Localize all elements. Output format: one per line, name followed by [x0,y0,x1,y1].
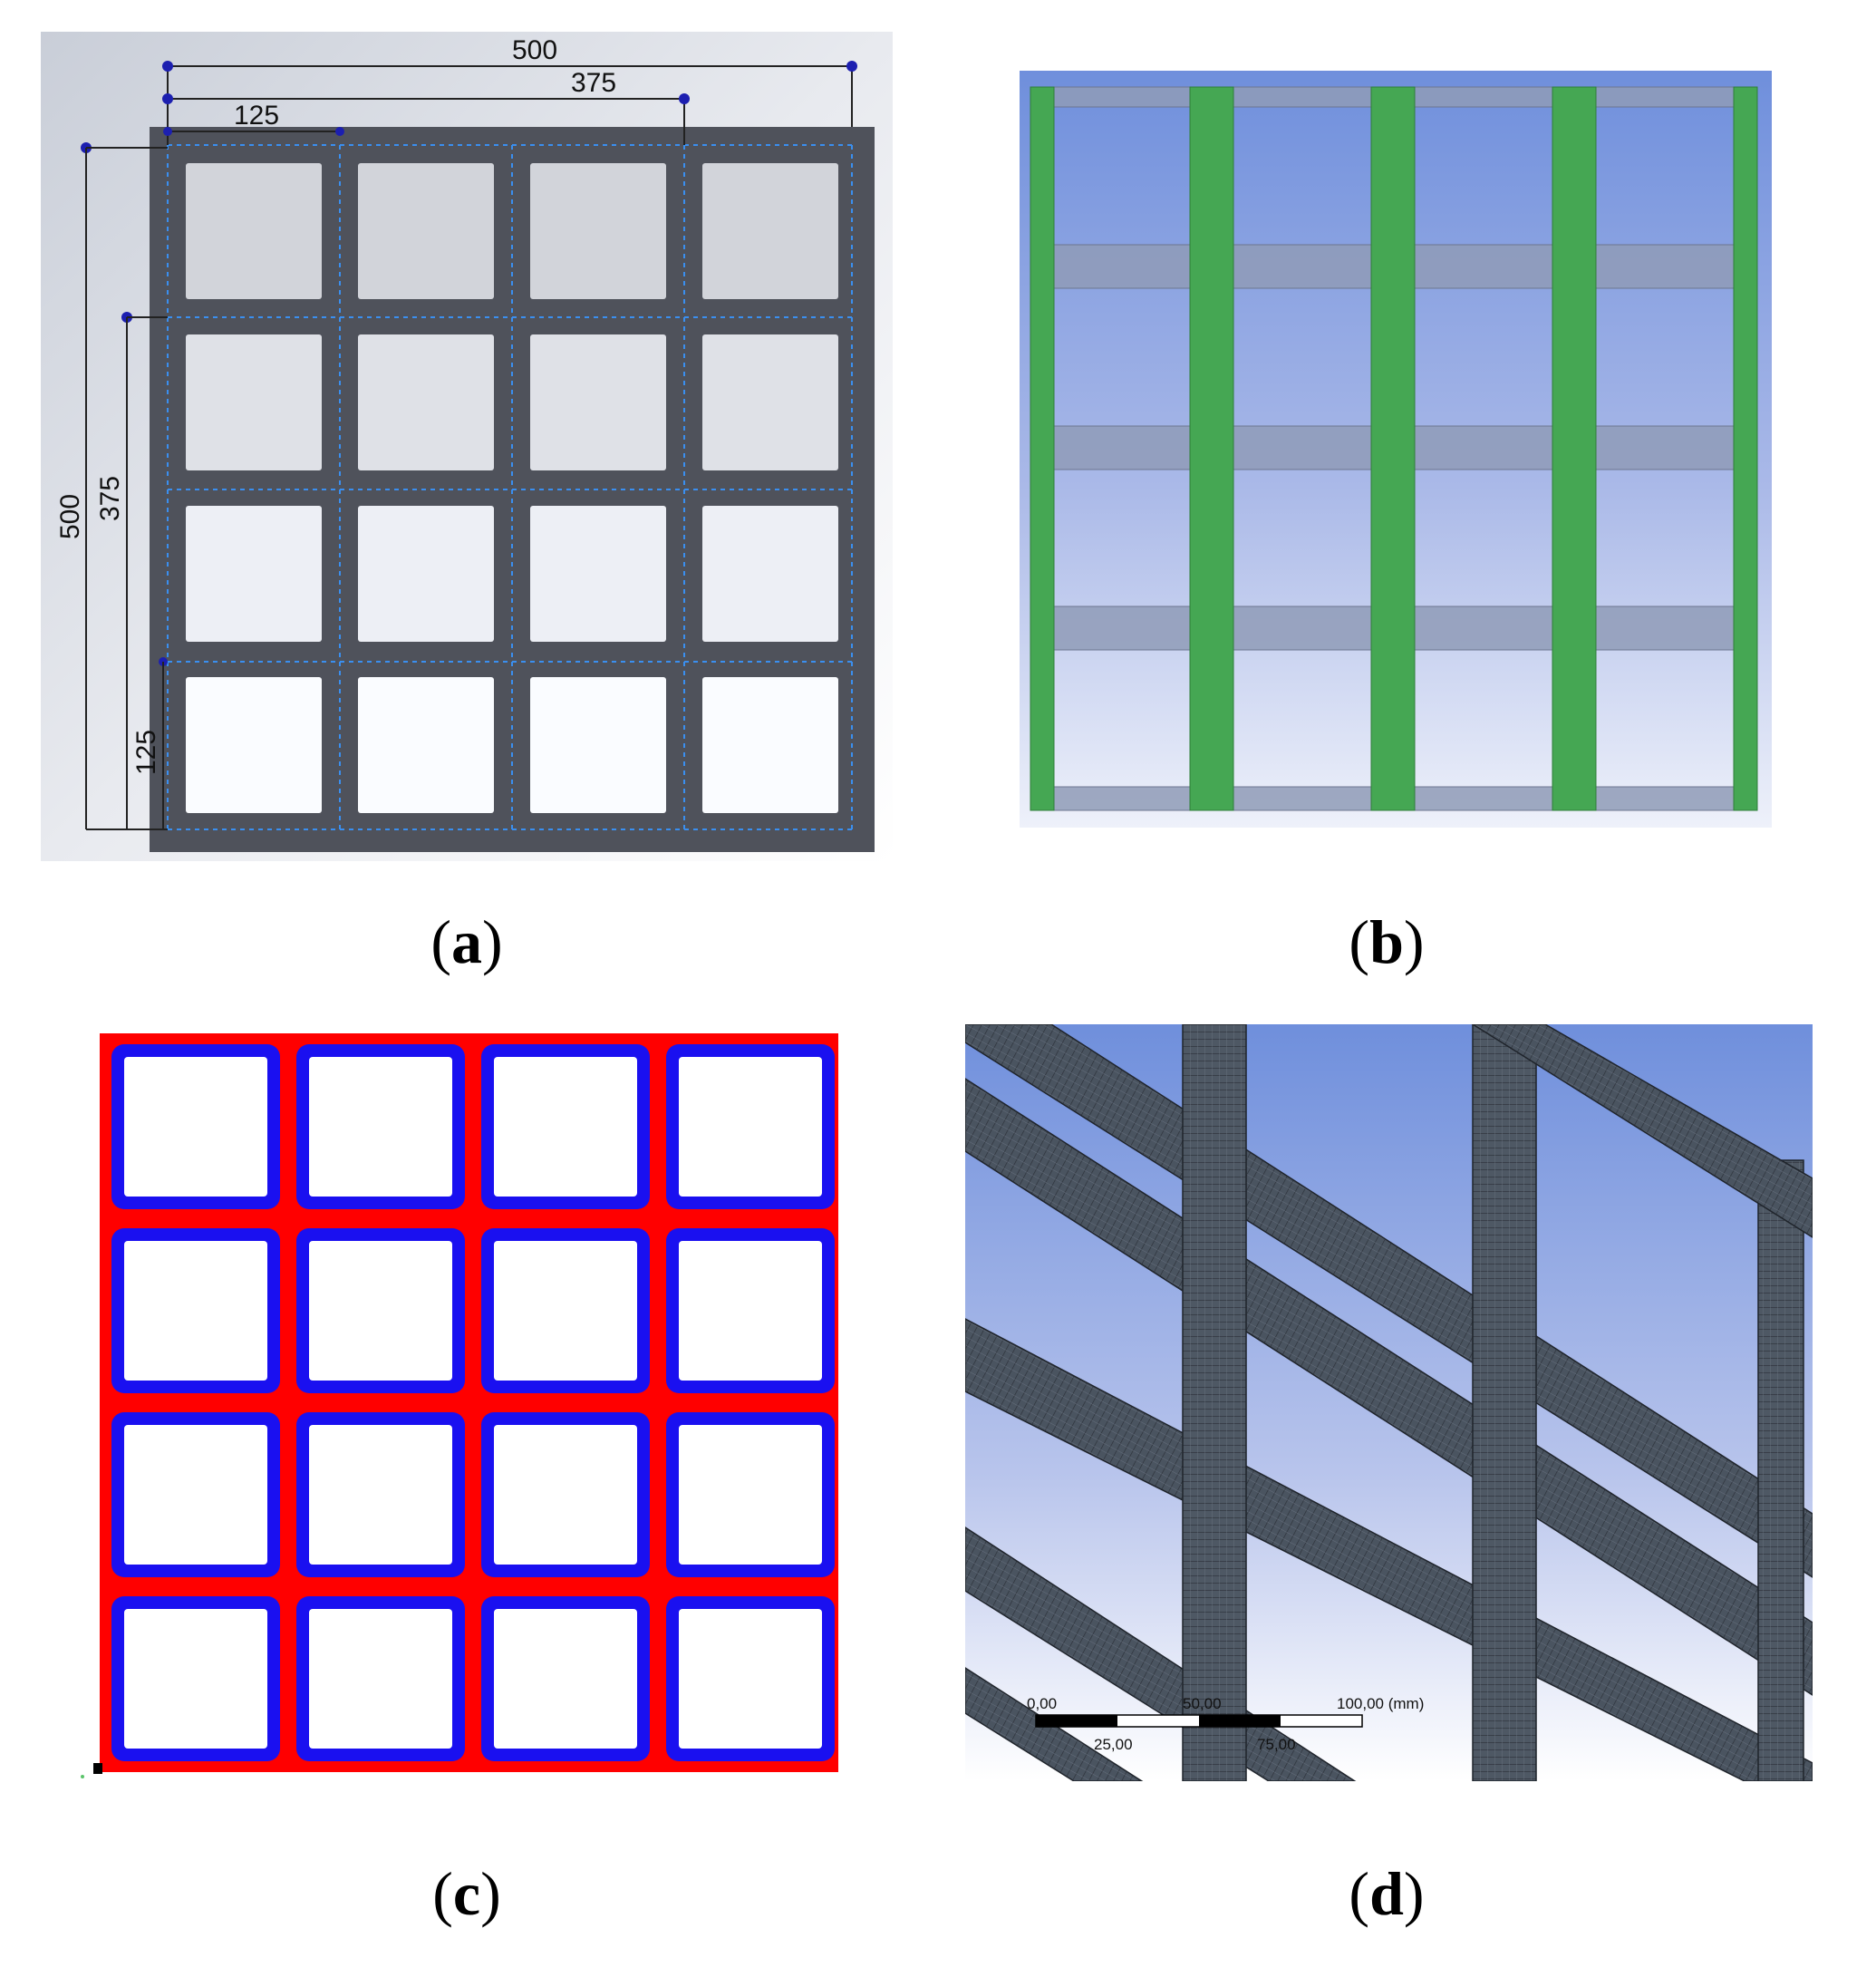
caption-d-letter: d [1369,1859,1404,1928]
frame-opening [186,506,322,642]
cell-opening [679,1425,822,1565]
scale-label-75: 75,00 [1257,1736,1296,1753]
frame-opening [186,677,322,813]
dim-left-375: 375 [95,476,125,521]
frame-opening [358,163,494,299]
frame-opening [530,677,666,813]
cell-opening [679,1609,822,1749]
frame-opening [702,334,838,470]
frame-opening [358,677,494,813]
cell-opening [124,1425,267,1565]
panel-b [1020,71,1772,828]
dim-top-375: 375 [571,68,616,98]
cell-opening [494,1241,637,1381]
frame-opening [186,163,322,299]
scale-label-100: 100,00 (mm) [1337,1695,1424,1712]
dim-left-125: 125 [131,730,161,775]
vertical-bars [1030,86,1758,811]
origin-marker [81,1763,102,1778]
cell-opening [679,1057,822,1197]
panel-a-drawing: 500 375 125 500 375 125 [41,32,893,861]
left-dimension-lines [85,147,168,830]
panel-d-drawing: 0,00 50,00 100,00 (mm) 25,00 75,00 [965,1024,1813,1781]
cell-opening [124,1057,267,1197]
cell-opening [124,1609,267,1749]
cell-opening [679,1241,822,1381]
frame-opening [530,506,666,642]
cell-opening [309,1241,452,1381]
frame-openings [186,163,838,813]
panel-c [77,1033,843,1786]
dim-top-500: 500 [512,35,557,65]
cell-opening [494,1609,637,1749]
cell-rings [111,1044,835,1761]
scale-label-50: 50,00 [1183,1695,1222,1712]
frame-opening [358,506,494,642]
dim-top-125: 125 [234,101,279,131]
cell-opening [124,1241,267,1381]
frame-opening [186,334,322,470]
frame-opening [358,334,494,470]
caption-c: (c) [432,1859,501,1928]
scale-label-0: 0,00 [1027,1695,1057,1712]
panel-d: 0,00 50,00 100,00 (mm) 25,00 75,00 [965,1024,1813,1781]
frame-opening [702,163,838,299]
caption-c-letter: c [452,1859,481,1928]
panel-a: 500 375 125 500 375 125 [41,32,893,861]
cell-opening [494,1057,637,1197]
scale-bar [1035,1714,1363,1728]
dim-left-500: 500 [55,494,85,539]
cell-opening [309,1609,452,1749]
cell-opening [494,1425,637,1565]
scale-label-25: 25,00 [1094,1736,1133,1753]
top-dimension-lines [167,65,853,145]
caption-b: (b) [1349,907,1425,976]
cell-opening [309,1057,452,1197]
caption-a: (a) [430,907,503,976]
cell-opening [309,1425,452,1565]
caption-a-letter: a [451,907,482,976]
frame-opening [702,677,838,813]
panel-c-drawing [81,1033,838,1778]
vertical-members [1182,1024,1804,1781]
caption-b-letter: b [1369,907,1404,976]
frame-opening [702,506,838,642]
top-right-frame [1471,1024,1813,1238]
panel-b-drawing [1020,71,1772,828]
caption-d: (d) [1349,1859,1425,1928]
frame-opening [530,163,666,299]
frame-opening [530,334,666,470]
